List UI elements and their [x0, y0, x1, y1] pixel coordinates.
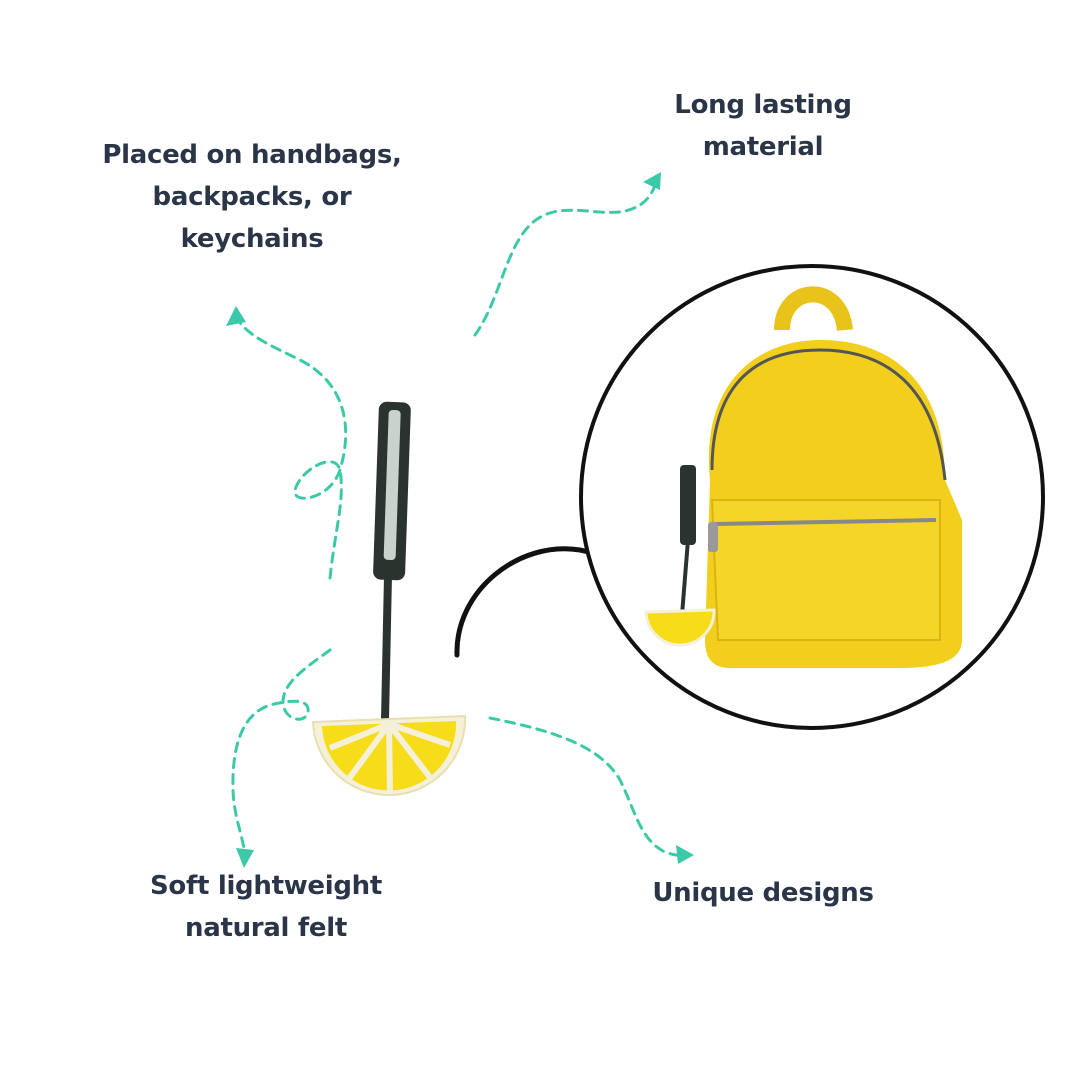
feature-line: backpacks, or — [152, 182, 352, 212]
feature-line: Placed on handbags, — [102, 140, 402, 170]
feature-line: Unique designs — [652, 878, 874, 908]
feature-material: Soft lightweight natural felt — [106, 865, 426, 949]
feature-durability: Long lasting material — [613, 84, 913, 168]
arrowhead-icon — [226, 306, 246, 326]
arrowhead-icon — [676, 845, 694, 864]
dashed-arrow-top-left — [233, 313, 348, 580]
feature-line: material — [702, 132, 824, 162]
feature-placement: Placed on handbags, backpacks, or keycha… — [52, 134, 452, 260]
feature-line: Soft lightweight — [149, 871, 383, 901]
dashed-arrow-bottom-left — [231, 648, 332, 862]
feature-designs: Unique designs — [613, 872, 913, 914]
dashed-arrow-top-right — [473, 178, 659, 337]
arrowhead-icon — [236, 848, 254, 868]
feature-line: Long lasting — [674, 90, 852, 120]
arrowhead-icon — [643, 172, 661, 190]
feature-line: natural felt — [184, 913, 347, 943]
dashed-arrow-bottom-right — [488, 716, 692, 858]
feature-line: keychains — [180, 224, 324, 254]
lemon-keychain — [311, 401, 467, 797]
yellow-backpack — [644, 286, 962, 668]
